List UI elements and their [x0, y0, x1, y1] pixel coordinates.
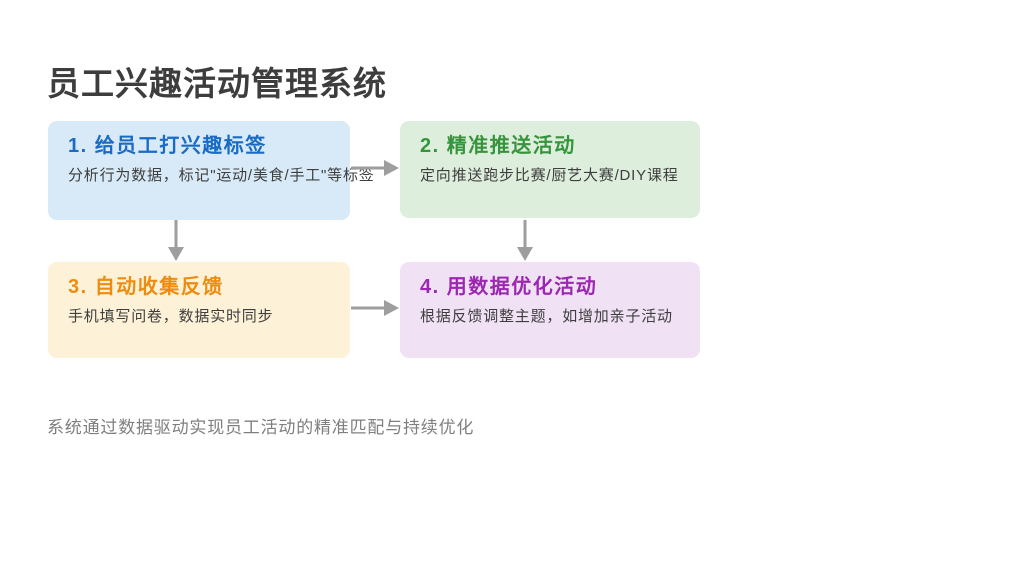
flow-step-2: 2. 精准推送活动 定向推送跑步比赛/厨艺大赛/DIY课程	[400, 121, 700, 218]
arrow-down-icon	[517, 220, 533, 261]
step-description: 根据反馈调整主题，如增加亲子活动	[420, 308, 673, 325]
flow-step-3: 3. 自动收集反馈 手机填写问卷，数据实时同步	[48, 262, 350, 358]
arrow-right-icon	[351, 300, 399, 316]
step-title: 3. 自动收集反馈	[68, 276, 224, 298]
step-title: 2. 精准推送活动	[420, 135, 576, 157]
flow-step-1: 1. 给员工打兴趣标签 分析行为数据，标记"运动/美食/手工"等标签	[48, 121, 375, 220]
step-description: 分析行为数据，标记"运动/美食/手工"等标签	[68, 167, 375, 184]
step-title: 4. 用数据优化活动	[420, 276, 598, 298]
arrow-down-icon	[168, 220, 184, 261]
step-description: 定向推送跑步比赛/厨艺大赛/DIY课程	[420, 167, 679, 184]
flow-step-4: 4. 用数据优化活动 根据反馈调整主题，如增加亲子活动	[400, 262, 700, 358]
arrow-right-icon	[351, 160, 399, 176]
page-title: 员工兴趣活动管理系统	[47, 65, 387, 102]
step-description: 手机填写问卷，数据实时同步	[68, 308, 274, 325]
summary-note: 系统通过数据驱动实现员工活动的精准匹配与持续优化	[47, 418, 475, 437]
step-title: 1. 给员工打兴趣标签	[68, 135, 267, 157]
